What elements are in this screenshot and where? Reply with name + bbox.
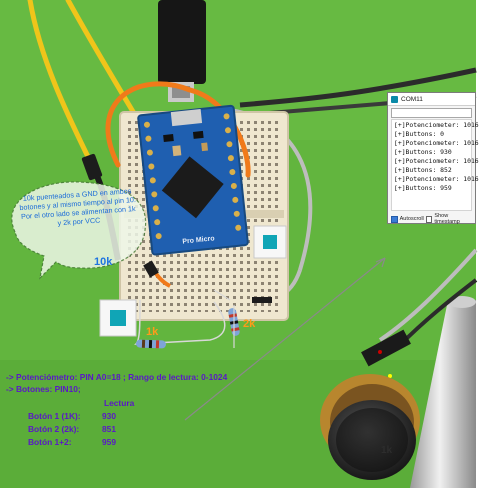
note-buttons: -> Botones: PIN10;	[6, 384, 81, 394]
speech-bubble	[11, 181, 147, 280]
gray-wire	[239, 67, 477, 108]
serial-line: [+]Potenciometer: 1016	[394, 121, 479, 129]
resistor-1k	[136, 339, 166, 349]
serial-footer: Autoscroll Show timestamp	[388, 211, 475, 227]
serial-output[interactable]: [+]Potenciometer: 1016 [+]Buttons: 0 [+]…	[391, 119, 479, 211]
serial-line: [+]Potenciometer: 1016	[394, 157, 479, 165]
serial-line: [+]Potenciometer: 1016	[394, 175, 479, 183]
serial-titlebar[interactable]: COM11	[388, 93, 475, 106]
label-10k: 10k	[94, 256, 113, 268]
arduino-icon	[391, 95, 398, 103]
serial-line: [+]Buttons: 930	[394, 148, 452, 156]
arrow-icon	[184, 257, 386, 421]
reading-row-name: Botón 1+2:	[28, 437, 72, 447]
potentiometer-icon	[320, 329, 420, 480]
autoscroll-label: Autoscroll	[399, 216, 424, 222]
board-label: Pro Micro	[182, 235, 215, 245]
reading-row-name: Botón 2 (2k):	[28, 424, 80, 434]
label-1k-resistor: 1k	[146, 326, 159, 338]
gray-wire	[398, 278, 478, 347]
serial-line: [+]Potenciometer: 1016	[394, 139, 479, 147]
pushbutton-right	[253, 225, 287, 259]
reading-row-value: 959	[102, 437, 116, 447]
reading-row-value: 851	[102, 424, 116, 434]
serial-send-input[interactable]	[391, 108, 472, 118]
note-column-header: Lectura	[104, 398, 135, 408]
label-potentiometer: 1k	[381, 445, 393, 456]
usb-cable	[158, 0, 206, 84]
pro-micro-board: Pro Micro	[137, 104, 249, 256]
label-2k-resistor: 2k	[243, 318, 256, 330]
timestamp-label: Show timestamp	[434, 213, 460, 225]
pushbutton-left	[99, 299, 137, 337]
serial-line: [+]Buttons: 959	[394, 184, 452, 192]
serial-title: COM11	[401, 95, 423, 103]
yellow-wire	[27, 0, 95, 168]
timestamp-checkbox[interactable]	[425, 215, 433, 223]
serial-monitor-window: COM11 [+]Potenciometer: 1016 [+]Buttons:…	[387, 92, 479, 227]
note-potentiometer: -> Potenciómetro: PIN A0=18 ; Rango de l…	[6, 372, 228, 382]
reading-row-value: 930	[102, 411, 116, 421]
gray-wire	[378, 248, 478, 342]
reading-row-name: Botón 1 (1K):	[28, 411, 81, 421]
serial-line: [+]Buttons: 852	[394, 166, 452, 174]
yellow-wire	[65, 0, 141, 123]
serial-line: [+]Buttons: 0	[394, 130, 445, 138]
orange-wire	[105, 81, 251, 178]
autoscroll-checkbox[interactable]	[391, 215, 398, 223]
